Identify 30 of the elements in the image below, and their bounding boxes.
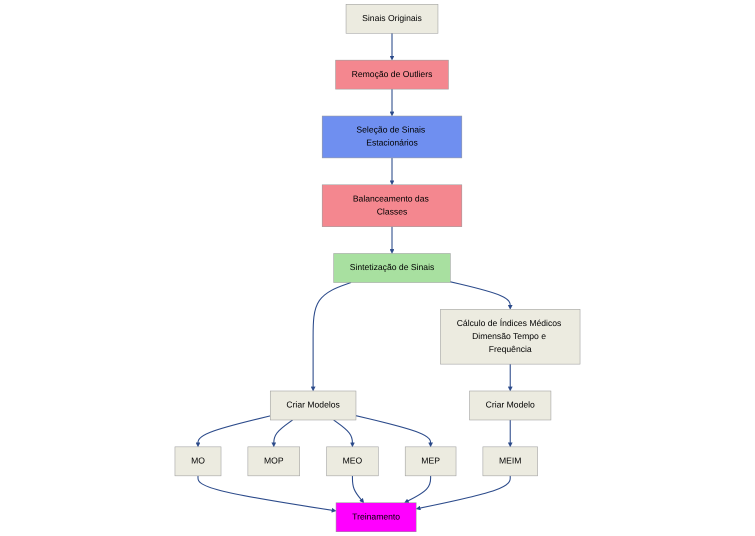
arrow (390, 89, 394, 116)
node-box: Remoção de Outliers (335, 60, 449, 90)
arrow (271, 420, 293, 448)
node-box: Treinamento (336, 502, 416, 532)
arrow (390, 33, 394, 60)
node-box: Cálculo de Índices Médicos Dimensão Tempo e Frequência (440, 309, 580, 364)
arrow (508, 364, 513, 392)
node-box: MEP (404, 446, 456, 476)
arrow (416, 476, 511, 510)
arrow (196, 415, 270, 448)
node-box: Balanceamento das Classes (322, 184, 462, 227)
node-box: Sintetização de Sinais (333, 253, 451, 283)
node-box: MOP (248, 446, 300, 476)
arrow (450, 281, 513, 310)
arrow (356, 415, 433, 448)
arrow (333, 420, 355, 448)
arrow (352, 476, 364, 503)
arrow (404, 476, 432, 503)
node-box: Criar Modelos (270, 390, 356, 420)
node-box: Seleção de Sinais Estacionários (322, 116, 462, 158)
node-box: Criar Modelo (469, 390, 552, 420)
node-box: MEO (326, 446, 379, 476)
arrow (310, 282, 352, 392)
arrow (508, 420, 513, 448)
node-box: MO (174, 446, 222, 476)
node-box: Sinais Originais (346, 4, 438, 34)
node-box: MEIM (482, 446, 538, 476)
arrow (390, 158, 394, 185)
arrow (390, 226, 394, 254)
arrow (197, 476, 336, 513)
